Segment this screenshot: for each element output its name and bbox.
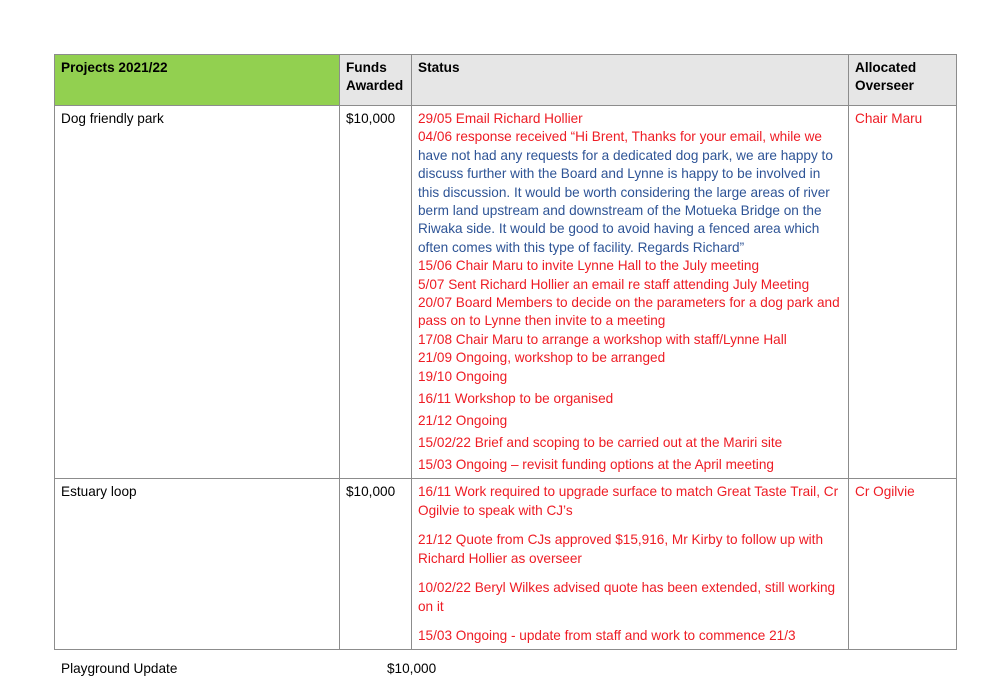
status-line: 21/09 Ongoing, workshop to be arranged [418, 350, 666, 366]
allocated-overseer: Chair Maru [848, 104, 957, 480]
project-name: Dog friendly park [54, 104, 340, 480]
status-line: 15/03 Ongoing - update from staff and wo… [418, 627, 796, 643]
status-line: 15/03 Ongoing – revisit funding options … [418, 457, 774, 473]
status-line: 19/10 Ongoing [418, 368, 508, 384]
footer-project-name: Playground Update [61, 661, 178, 676]
status-line: 15/02/22 Brief and scoping to be carried… [418, 434, 783, 450]
header-funds-line2: Awarded [346, 78, 404, 94]
status-line: 21/12 Quote from CJs approved $15,916, M… [418, 532, 823, 566]
status-line: 21/12 Ongoing [418, 412, 508, 428]
status-line: 04/06 response received “Hi Brent, Thank… [418, 129, 822, 145]
header-funds: Funds Awarded [339, 54, 412, 106]
status-line: 15/06 Chair Maru to invite Lynne Hall to… [418, 258, 760, 274]
status-line: 17/08 Chair Maru to arrange a workshop w… [418, 331, 787, 347]
header-funds-line1: Funds [346, 60, 387, 75]
funds-awarded: $10,000 [339, 104, 412, 480]
header-overseer: Allocated Overseer [848, 54, 957, 106]
header-status-label: Status [418, 60, 460, 75]
status-line: 10/02/22 Beryl Wilkes advised quote has … [418, 580, 836, 614]
header-status: Status [411, 54, 849, 106]
status-line: 20/07 Board Members to decide on the par… [418, 295, 840, 329]
status-line: 5/07 Sent Richard Hollier an email re st… [418, 276, 810, 292]
header-project: Projects 2021/22 [54, 54, 340, 106]
footer-funds-amount: $10,000 [387, 661, 437, 676]
status-line: 16/11 Workshop to be organised [418, 390, 614, 406]
table-header-row: Projects 2021/22 Funds Awarded Status Al… [54, 54, 957, 106]
status-cell: 29/05 Email Richard Hollier 04/06 respon… [411, 104, 849, 480]
project-name: Estuary loop [54, 478, 340, 651]
header-project-label: Projects 2021/22 [61, 60, 168, 75]
status-line: have not had any requests for a dedicate… [418, 147, 833, 255]
table-row: Estuary loop $10,000 16/11 Work required… [54, 478, 957, 651]
funds-awarded: $10,000 [339, 478, 412, 651]
status-line: 29/05 Email Richard Hollier [418, 111, 583, 126]
table-row: Dog friendly park $10,000 29/05 Email Ri… [54, 104, 957, 480]
header-overseer-line1: Allocated [855, 60, 917, 75]
projects-table: Projects 2021/22 Funds Awarded Status Al… [54, 54, 957, 651]
status-line: 16/11 Work required to upgrade surface t… [418, 484, 839, 518]
allocated-overseer: Cr Ogilvie [848, 478, 957, 651]
status-cell: 16/11 Work required to upgrade surface t… [411, 478, 849, 651]
header-overseer-line2: Overseer [855, 78, 914, 94]
